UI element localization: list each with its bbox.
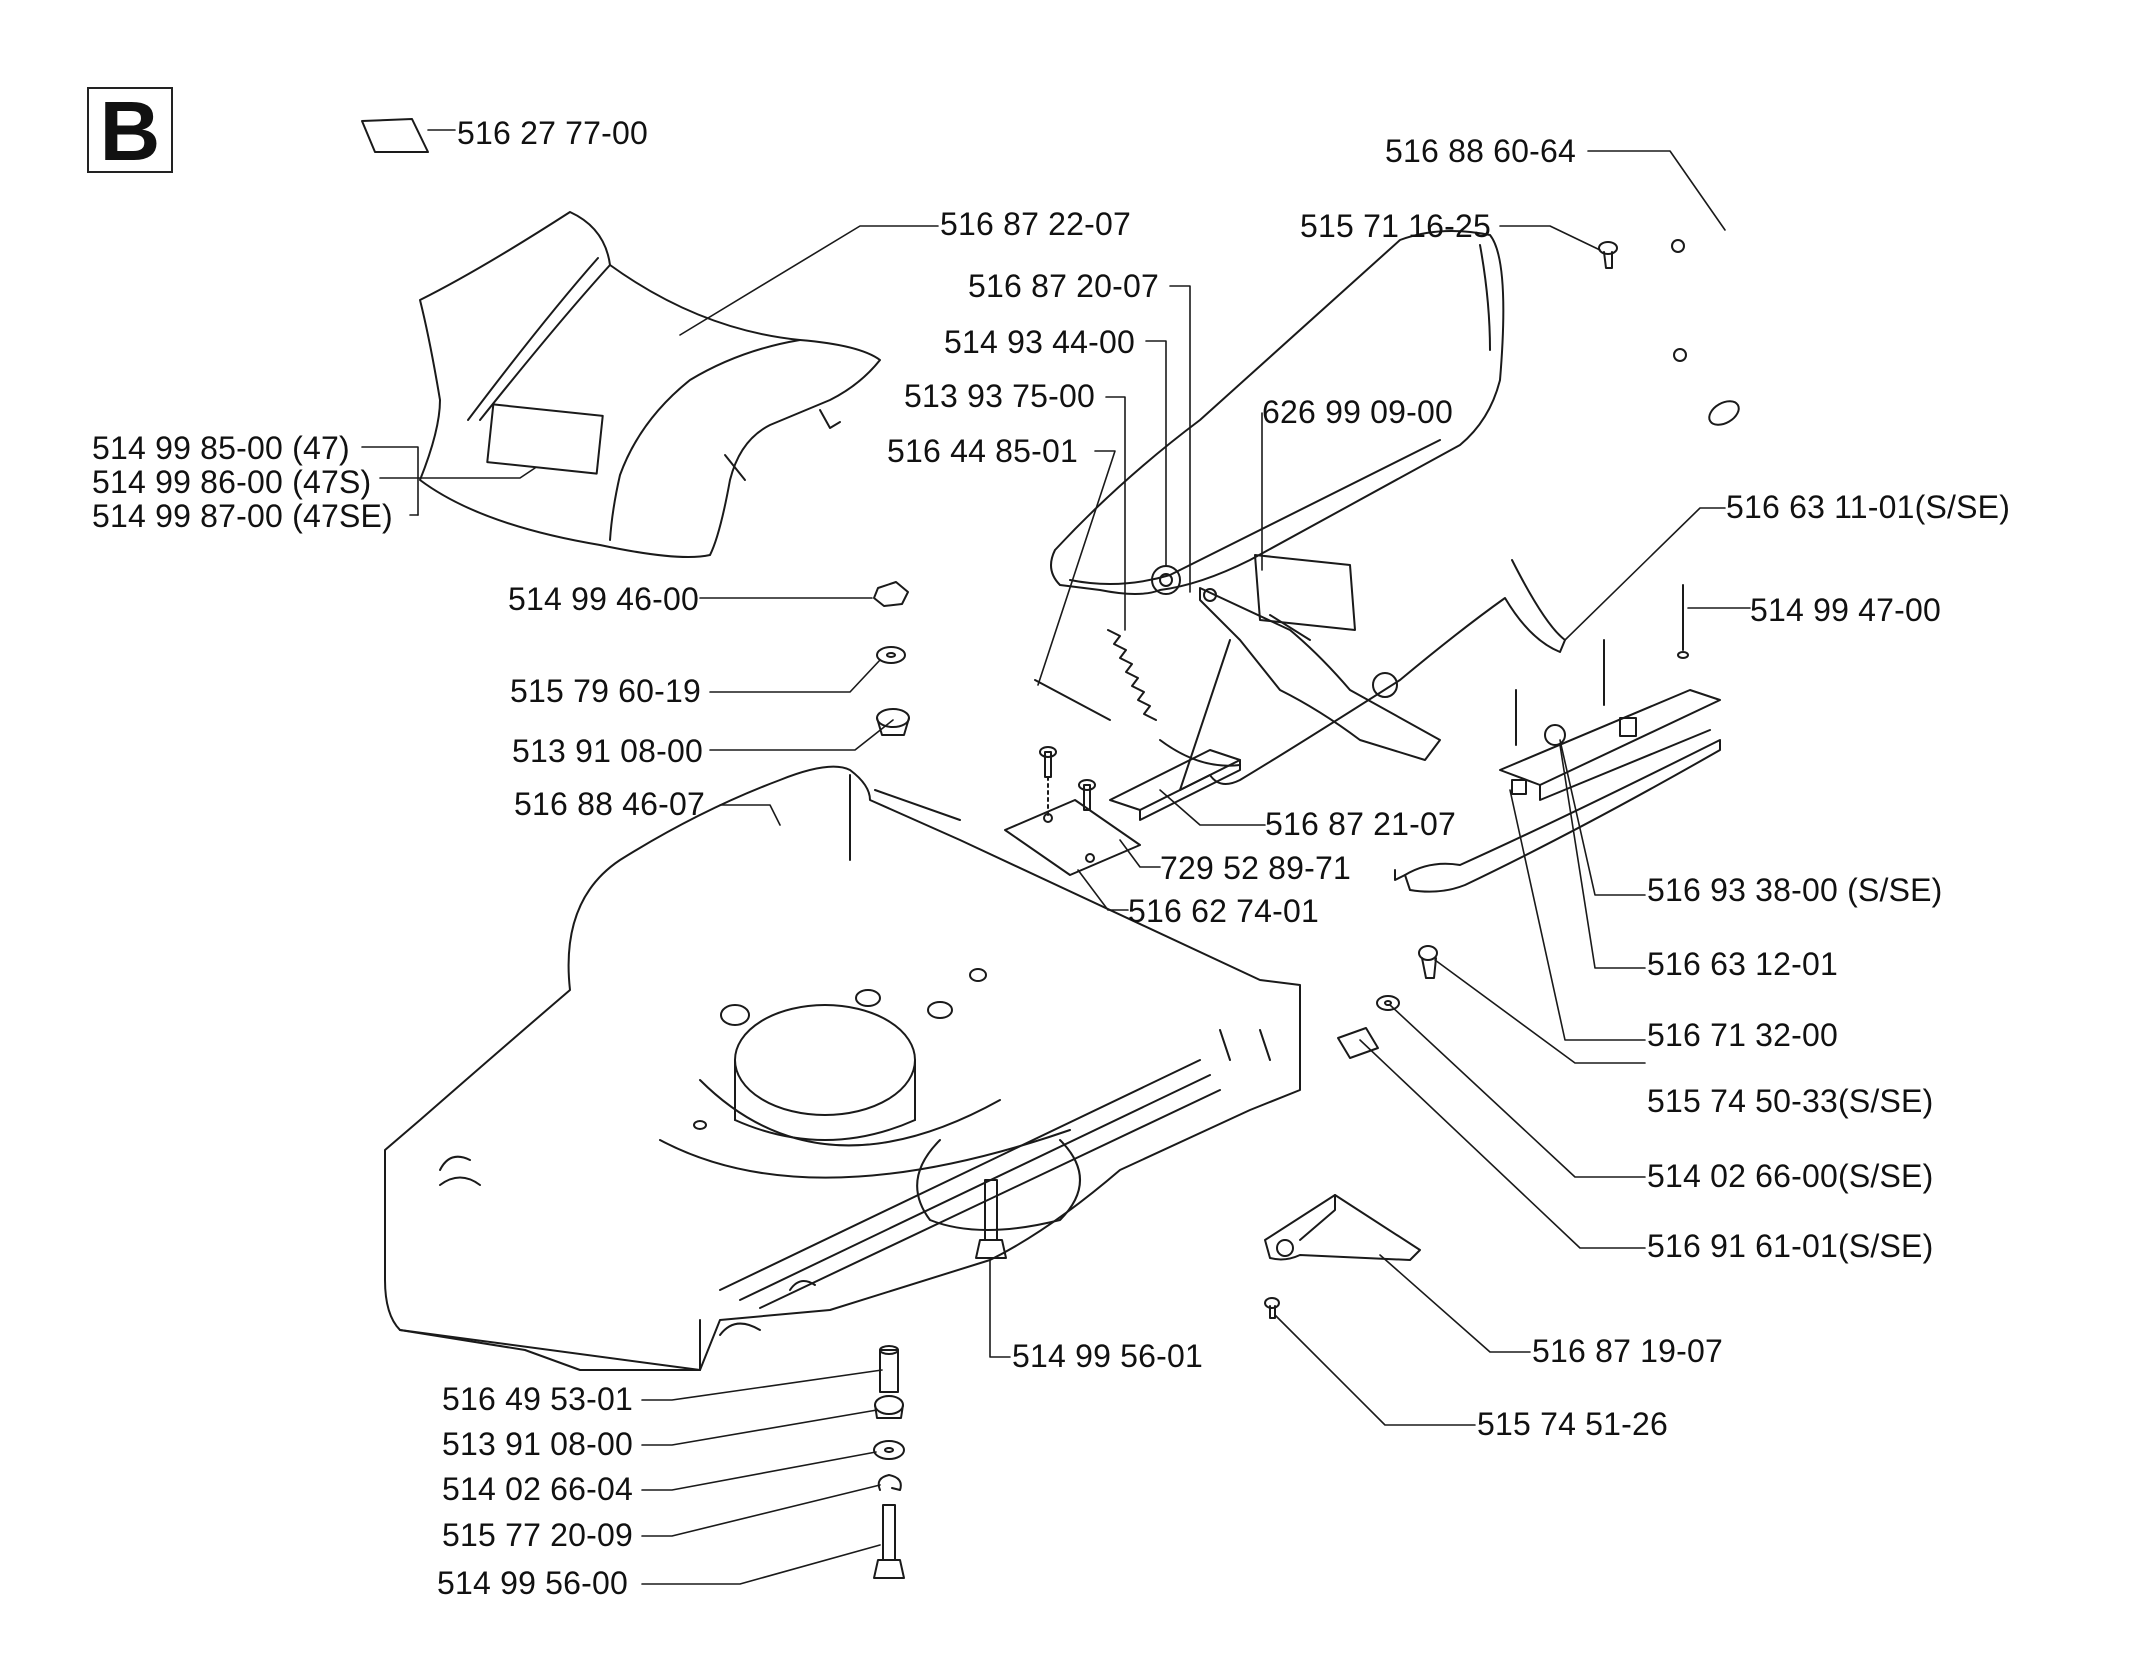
screw-515711625 <box>1598 241 1618 269</box>
label-516872007: 516 87 20-07 <box>968 268 1160 304</box>
label-516495301: 516 49 53-01 <box>442 1381 634 1417</box>
label-516631101: 516 63 11-01(S/SE) <box>1726 489 2011 525</box>
plate-516627401 <box>1004 746 1141 876</box>
section-letter-box: B <box>87 87 173 173</box>
label-513910800b: 513 91 08-00 <box>442 1426 634 1462</box>
pin-515745033 <box>1418 945 1438 979</box>
label-514998500: 514 99 85-00 (47) <box>92 430 350 466</box>
label-514994700: 514 99 47-00 <box>1750 592 1942 628</box>
label-516713200: 516 71 32-00 <box>1647 1017 1839 1053</box>
leader-lines <box>361 129 1751 1585</box>
label-516916101: 516 91 61-01(S/SE) <box>1647 1228 1934 1264</box>
screw-515745126 <box>1264 1297 1280 1319</box>
decal-part <box>361 118 429 153</box>
label-516884607: 516 88 46-07 <box>514 786 706 822</box>
label-513910800a: 513 91 08-00 <box>512 733 704 769</box>
label-514026604: 514 02 66-04 <box>442 1471 634 1507</box>
bolt-514995600 <box>873 1504 905 1579</box>
bracket-516872107 <box>1109 739 1241 821</box>
label-516871907: 516 87 19-07 <box>1532 1333 1724 1369</box>
washer-515796019 <box>876 646 906 664</box>
pin-part <box>1515 584 1689 746</box>
rear-cover-part <box>419 211 881 559</box>
lock-washer-515772009 <box>877 1474 902 1491</box>
label-514934400: 514 93 44-00 <box>944 324 1136 360</box>
label-516872107: 516 87 21-07 <box>1265 806 1457 842</box>
label-514994600: 514 99 46-00 <box>508 581 700 617</box>
label-514998600: 514 99 86-00 (47S) <box>92 464 372 500</box>
washer-514026600 <box>1376 995 1400 1011</box>
lever-part <box>1199 587 1441 761</box>
label-513937500: 513 93 75-00 <box>904 378 1096 414</box>
bracket-516916101 <box>1337 1027 1379 1059</box>
bolt-514995601 <box>975 1179 1007 1259</box>
label-516872207: 516 87 22-07 <box>940 206 1132 242</box>
spring-part <box>1107 629 1157 721</box>
label-514995601: 514 99 56-01 <box>1012 1338 1204 1374</box>
disk-part <box>1151 565 1181 595</box>
spacer-516495301 <box>879 1345 899 1393</box>
label-514026600: 514 02 66-00(S/SE) <box>1647 1158 1934 1194</box>
nut-514994600 <box>873 581 909 607</box>
label-515711625: 515 71 16-25 <box>1300 208 1492 244</box>
label-516886064: 516 88 60-64 <box>1385 133 1577 169</box>
bushing-513910800-b <box>874 1395 904 1419</box>
label-515745126: 515 74 51-26 <box>1477 1406 1669 1442</box>
wire-part <box>1034 679 1111 721</box>
label-516631201: 516 63 12-01 <box>1647 946 1839 982</box>
washer-514026604 <box>873 1440 905 1460</box>
label-516448501: 516 44 85-01 <box>887 433 1079 469</box>
label-516627401: 516 62 74-01 <box>1128 893 1320 929</box>
label-729528971: 729 52 89-71 <box>1160 850 1352 886</box>
label-514995600: 514 99 56-00 <box>437 1565 629 1601</box>
rod-part <box>1179 559 1566 791</box>
label-515772009: 515 77 20-09 <box>442 1517 634 1553</box>
label-516933800: 516 93 38-00 (S/SE) <box>1647 872 1943 908</box>
label-626990900: 626 99 09-00 <box>1262 394 1454 430</box>
label-514998700: 514 99 87-00 (47SE) <box>92 498 393 534</box>
handle-bracket-part <box>1394 689 1721 893</box>
label-516277700: 516 27 77-00 <box>457 115 649 151</box>
label-515796019: 515 79 60-19 <box>510 673 702 709</box>
bracket-516871907 <box>1264 1194 1421 1261</box>
bushing-513910800 <box>876 708 910 736</box>
label-515745033: 515 74 50-33(S/SE) <box>1647 1083 1934 1119</box>
decal-626990900 <box>1254 554 1356 631</box>
